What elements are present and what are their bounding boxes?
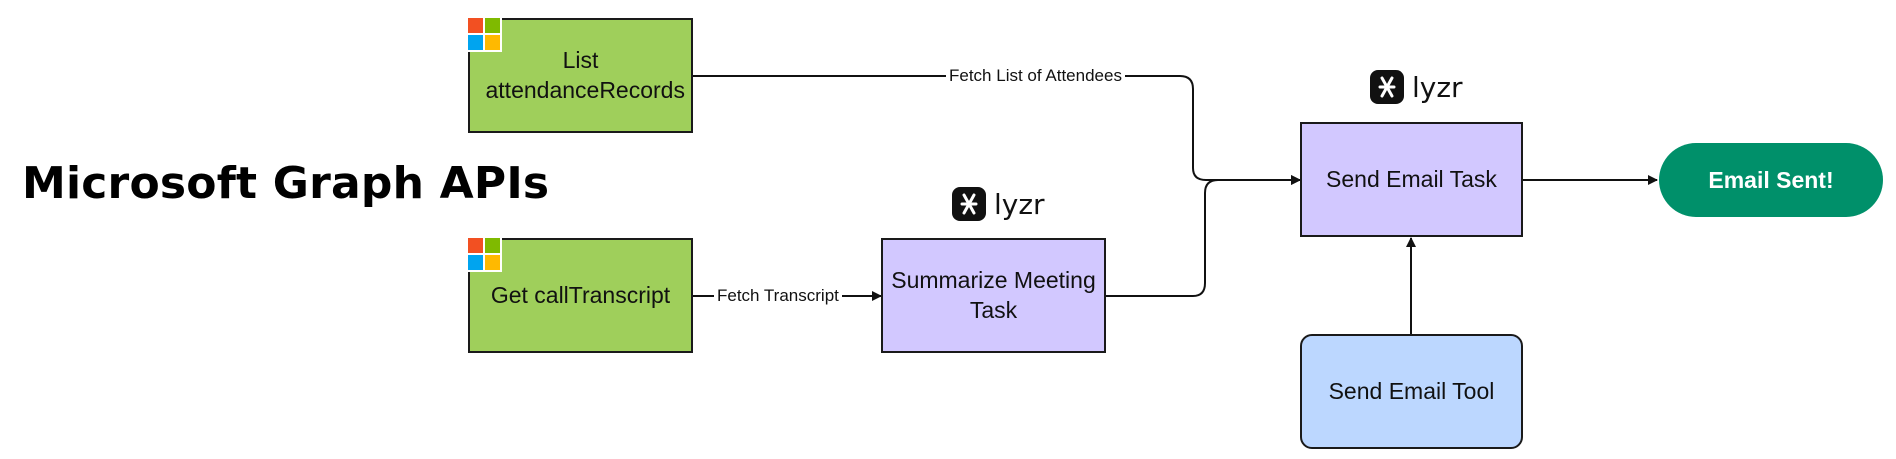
ms-red-square bbox=[468, 238, 483, 253]
node-list-attendance-label: List attendanceRecords bbox=[485, 46, 685, 103]
node-get-transcript[interactable]: Get callTranscript bbox=[468, 238, 693, 353]
node-send-email-tool[interactable]: Send Email Tool bbox=[1300, 334, 1523, 449]
lyzr-badge-summarize: lyzr bbox=[952, 187, 1045, 221]
ms-yellow-square bbox=[485, 35, 500, 50]
node-summarize[interactable]: Summarize Meeting Task bbox=[881, 238, 1106, 353]
lyzr-logo-icon bbox=[1370, 70, 1404, 104]
edge-summary bbox=[1106, 175, 1301, 297]
node-send-email-tool-label: Send Email Tool bbox=[1328, 377, 1495, 404]
node-email-sent-label: Email Sent! bbox=[1708, 166, 1834, 193]
node-list-attendance[interactable]: List attendanceRecords bbox=[468, 18, 693, 133]
lyzr-badge-send-email: lyzr bbox=[1370, 70, 1463, 104]
node-send-email-task[interactable]: Send Email Task bbox=[1300, 122, 1523, 237]
ms-red-square bbox=[468, 18, 483, 33]
lyzr-wordmark: lyzr bbox=[1412, 70, 1463, 104]
microsoft-logo-icon bbox=[466, 16, 502, 52]
edge-label-fetch-attendees: Fetch List of Attendees bbox=[946, 66, 1125, 86]
ms-green-square bbox=[485, 18, 500, 33]
microsoft-logo-icon bbox=[466, 236, 502, 272]
ms-blue-square bbox=[468, 35, 483, 50]
ms-yellow-square bbox=[485, 255, 500, 270]
node-email-sent[interactable]: Email Sent! bbox=[1659, 143, 1883, 217]
ms-green-square bbox=[485, 238, 500, 253]
lyzr-logo-icon bbox=[952, 187, 986, 221]
edge-attendees bbox=[693, 75, 1301, 185]
node-send-email-task-label: Send Email Task bbox=[1326, 165, 1497, 192]
page-title: Microsoft Graph APIs bbox=[22, 158, 550, 209]
edge-label-fetch-transcript: Fetch Transcript bbox=[714, 286, 842, 306]
lyzr-wordmark: lyzr bbox=[994, 187, 1045, 221]
node-get-transcript-label: Get callTranscript bbox=[490, 281, 671, 308]
node-summarize-label: Summarize Meeting Task bbox=[891, 266, 1096, 323]
ms-blue-square bbox=[468, 255, 483, 270]
